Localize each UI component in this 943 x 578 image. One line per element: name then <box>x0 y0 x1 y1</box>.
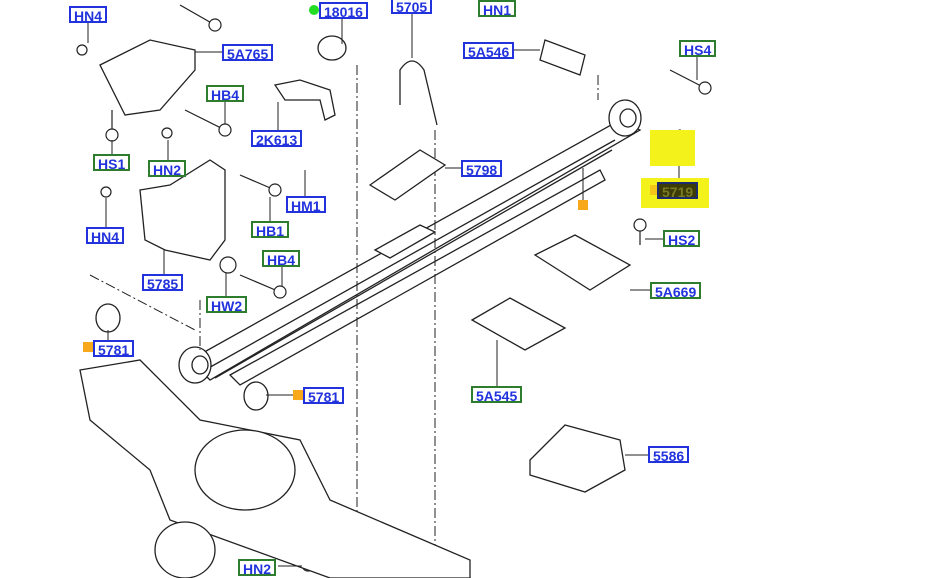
marker-5719 <box>650 185 660 195</box>
callout-hs2[interactable]: HS2 <box>663 230 701 248</box>
callout-hb1[interactable]: HB1 <box>251 221 290 239</box>
callout-5785[interactable]: 5785 <box>142 274 184 292</box>
callout-hn4-top[interactable]: HN4 <box>69 6 108 24</box>
callout-5719[interactable]: 5719 <box>657 182 699 200</box>
leaf-spring <box>178 99 642 386</box>
callout-5798[interactable]: 5798 <box>461 160 503 178</box>
status-dot-green <box>309 5 319 15</box>
pad-5a669 <box>533 234 632 291</box>
callout-hs4[interactable]: HS4 <box>679 40 717 58</box>
callout-hn2-bottom[interactable]: HN2 <box>238 559 277 577</box>
callout-5586[interactable]: 5586 <box>648 446 690 464</box>
callout-5705[interactable]: 5705 <box>391 0 433 15</box>
callout-5a669[interactable]: 5A669 <box>650 282 702 300</box>
callout-hs1[interactable]: HS1 <box>93 154 131 172</box>
bracket-5a765 <box>99 39 196 116</box>
callout-hw2[interactable]: HW2 <box>206 296 248 314</box>
callout-18016[interactable]: 18016 <box>319 2 368 20</box>
callout-2k613[interactable]: 2K613 <box>251 130 303 148</box>
callout-5781-left[interactable]: 5781 <box>93 340 135 358</box>
bump-stop-5586 <box>529 424 626 493</box>
bracket-2k613 <box>273 79 336 121</box>
callout-hn4-mid[interactable]: HN4 <box>86 227 125 245</box>
plate-5a545 <box>470 297 567 351</box>
u-bolt-5705 <box>399 60 438 126</box>
leader-lines <box>87 13 698 567</box>
callout-5781-mid[interactable]: 5781 <box>303 387 345 405</box>
callout-5a765[interactable]: 5A765 <box>222 44 274 62</box>
plate-5798 <box>368 149 447 201</box>
callout-hb4-top[interactable]: HB4 <box>206 85 245 103</box>
bushing-5781-mid <box>243 381 269 411</box>
callout-hm1[interactable]: HM1 <box>286 196 326 214</box>
callout-hn2-mid[interactable]: HN2 <box>148 160 187 178</box>
marker-5781-left <box>83 342 93 352</box>
guide-lines <box>89 65 599 578</box>
highlight-bushing <box>650 130 695 166</box>
bushing-18016 <box>317 35 347 61</box>
marker-spring <box>578 200 588 210</box>
bushing-5781-left <box>95 303 121 333</box>
marker-5781-mid <box>293 390 303 400</box>
callout-5a545[interactable]: 5A545 <box>471 386 523 404</box>
bolts <box>76 4 712 572</box>
callout-5a546[interactable]: 5A546 <box>463 42 515 60</box>
callout-hn1[interactable]: HN1 <box>478 0 517 18</box>
bushing-5a546 <box>539 39 586 76</box>
callout-hb4-mid[interactable]: HB4 <box>262 250 301 268</box>
